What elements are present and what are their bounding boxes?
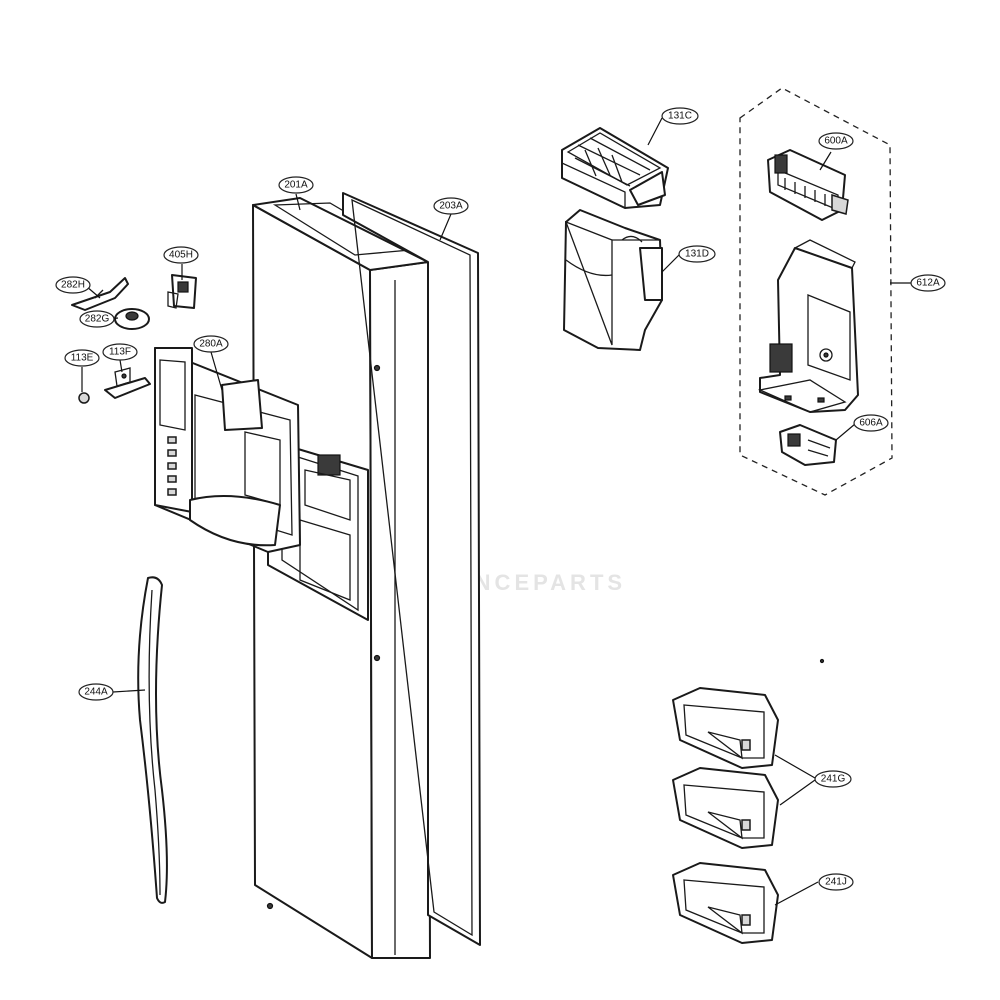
callout-405H: 405H	[163, 246, 199, 264]
callout-label: 113F	[109, 347, 131, 358]
part-405H-switch	[167, 274, 197, 309]
callout-282G: 282G	[79, 310, 115, 328]
callout-label: 606A	[859, 418, 883, 429]
callout-label: 131C	[668, 111, 692, 122]
icemaker-sensor-606A	[779, 424, 837, 466]
callout-label: 282H	[61, 280, 85, 291]
callout-203A: 203A	[433, 197, 469, 215]
door-gasket	[342, 192, 481, 946]
leader-lines	[81, 117, 911, 906]
callout-282H: 282H	[55, 276, 91, 294]
callout-label: 241G	[821, 774, 846, 785]
callout-label: 612A	[916, 278, 940, 289]
part-113E-screw	[78, 392, 90, 404]
callout-244A: 244A	[78, 683, 114, 701]
callout-label: 113E	[71, 353, 94, 364]
door-bin-upper	[672, 687, 779, 769]
door-bin-lower	[672, 862, 779, 944]
callout-label: 280A	[199, 339, 223, 350]
part-282G-knob	[114, 308, 150, 330]
callout-131D: 131D	[678, 245, 716, 263]
callout-label: 203A	[439, 201, 463, 212]
icemaker-unit-600A	[767, 149, 849, 221]
callout-label: 405H	[169, 250, 193, 261]
callout-label: 600A	[824, 136, 848, 147]
callout-label: 244A	[84, 687, 108, 698]
callout-201A: 201A	[278, 176, 314, 194]
callout-label: 241J	[825, 877, 847, 888]
dispenser-button-column	[167, 436, 177, 496]
callout-label: 131D	[685, 249, 709, 260]
door-handle	[137, 576, 168, 904]
callout-606A: 606A	[853, 414, 889, 432]
stray-dot	[819, 658, 825, 664]
door-panel	[252, 197, 431, 959]
callout-131C: 131C	[661, 107, 699, 125]
callout-612A: 612A	[910, 274, 946, 292]
ice-bin	[563, 209, 663, 351]
icemaker-housing	[757, 239, 859, 413]
part-282H-lever	[71, 277, 129, 311]
callout-241G: 241G	[814, 770, 852, 788]
callout-280A: 280A	[193, 335, 229, 353]
part-113F-bracket	[104, 367, 151, 399]
callout-600A: 600A	[818, 132, 854, 150]
callout-label: 282G	[85, 314, 110, 325]
callout-241J: 241J	[818, 873, 854, 891]
callout-label: 201A	[284, 180, 308, 191]
ice-bucket-lid	[561, 127, 669, 210]
dispenser-cover	[154, 347, 301, 553]
callout-113E: 113E	[64, 349, 100, 367]
door-bin-middle	[672, 767, 779, 849]
icemaker-group-boundary	[739, 87, 893, 496]
callout-113F: 113F	[102, 343, 138, 361]
